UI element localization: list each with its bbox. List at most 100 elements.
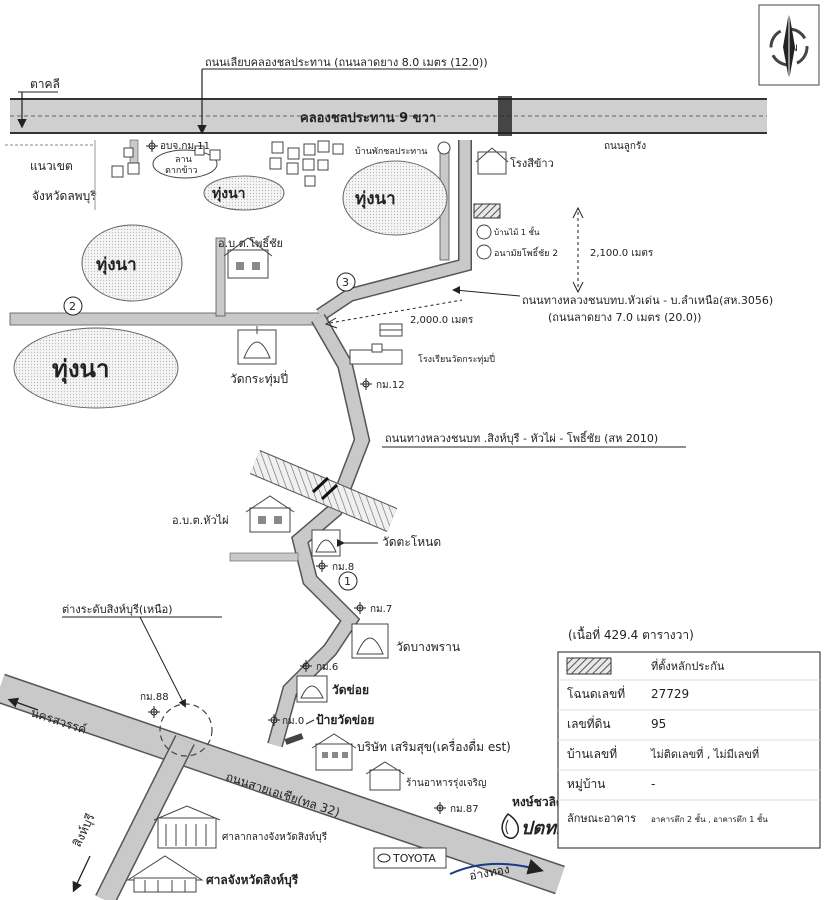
wat-khoi-label: วัดข่อย — [332, 683, 369, 697]
marker-1 — [338, 571, 358, 591]
wood-house-marker — [476, 224, 492, 240]
restaurant-label: ร้านอาหารรุ่งเจริญ — [406, 777, 486, 789]
interchange-circle — [159, 703, 213, 757]
obt-huaphai-icon — [245, 495, 295, 533]
info-row-4-key: ลักษณะอาคาร — [567, 812, 636, 825]
sign-wat-khoi-marker — [284, 733, 304, 745]
school-krathumpi-icon — [349, 323, 403, 365]
road-3056-label-2: (ถนนลาดยาง 7.0 เมตร (20.0)) — [548, 311, 701, 324]
km-post-6 — [300, 660, 312, 672]
rice-mill-icon — [475, 147, 509, 175]
provincial-court-icon — [126, 855, 204, 893]
collateral-plot — [473, 203, 501, 219]
restaurant-icon — [365, 761, 405, 791]
company-icon — [311, 733, 357, 771]
info-row-4-value: อาคารตึก 2 ชั้น , อาคารตึก 1 ชั้น — [651, 813, 768, 824]
km-post-11 — [146, 140, 158, 152]
info-row-3-key: หมู่บ้าน — [567, 777, 605, 792]
canal-name: คลองชลประทาน 9 ขวา — [300, 111, 436, 126]
road-3056-callout — [452, 286, 521, 297]
wat-bangphran-icon — [351, 623, 389, 659]
compass-icon — [758, 4, 820, 86]
canal-road-callout: ถนนเลียบคลองชลประทาน (ถนนลาดยาง 8.0 เมตร… — [197, 56, 488, 135]
wat-khoi-icon — [296, 675, 328, 703]
km8-label: กม.8 — [332, 562, 354, 573]
km12-label: กม.12 — [376, 380, 405, 391]
field-label-1: ทุ่งนา — [212, 186, 246, 202]
sign-wat-khoi-label: ป้ายวัดข่อย — [316, 713, 374, 727]
irrigation-house-marker — [437, 141, 451, 155]
km88-label: กม.88 — [140, 692, 169, 703]
legend-label: ที่ตั้งหลักประกัน — [651, 658, 725, 673]
rice-mill-label: โรงสีข้าว — [510, 156, 554, 170]
nakhon-sawan-arrow — [7, 697, 39, 711]
school-krathumpi-label: โรงเรียนวัดกระทุ่มปี่ — [418, 352, 495, 365]
field-label-3: ทุ่งนา — [96, 255, 137, 275]
km-post-8 — [316, 560, 328, 572]
toyota-logo-icon — [373, 847, 447, 869]
field-label-4: ทุ่งนา — [52, 355, 109, 385]
info-row-0-value: 27729 — [651, 687, 689, 701]
canal — [10, 96, 767, 136]
wat-krathumpi-icon — [237, 326, 277, 365]
company-label: บริษัท เสริมสุข(เครื่องดื่ม est) — [357, 738, 511, 755]
km0-label: กม.0 — [282, 716, 304, 727]
city-hall-label: ศาลากลางจังหวัดสิงห์บุรี — [222, 831, 328, 843]
km-post-12 — [360, 378, 372, 390]
junction-north-label: ต่างระดับสิงห์บุรี(เหนือ) — [62, 603, 173, 616]
info-row-1-key: เลขที่ดิน — [567, 715, 611, 731]
takhli-pointer: ตาคลี — [17, 77, 60, 129]
rice-yard — [152, 149, 218, 179]
rice-yard-label-1: ลาน — [175, 155, 192, 165]
info-row-0-key: โฉนดเลขที่ — [567, 685, 625, 701]
info-row-3-value: - — [651, 777, 655, 791]
toyota-label: TOYOTA — [392, 852, 436, 865]
takhli-label: ตาคลี — [30, 77, 60, 91]
road-lukrang-label: ถนนลูกรัง — [604, 141, 646, 152]
distance-2100-label: 2,100.0 เมตร — [590, 248, 654, 259]
distance-2000-label: 2,000.0 เมตร — [410, 315, 474, 326]
marker-2-label: 2 — [69, 300, 76, 313]
marker-1-label: 1 — [344, 575, 351, 588]
city-hall-icon — [153, 805, 221, 849]
info-box — [557, 651, 821, 849]
border-label-1: แนวเขต — [30, 159, 73, 173]
village-houses — [111, 140, 344, 187]
ptt-logo-icon — [501, 813, 520, 839]
sing-buri-arrow — [72, 855, 91, 893]
km7-label: กม.7 — [370, 604, 392, 615]
km-post-0 — [268, 714, 280, 726]
km-post-87 — [434, 802, 446, 814]
border-label-2: จังหวัดลพบุรี — [32, 189, 97, 204]
km-post-7 — [354, 602, 366, 614]
info-row-2-value: ไม่ติดเลขที่ , ไม่มีเลขที่ — [650, 746, 759, 761]
ang-thong-arrow — [449, 859, 544, 875]
marker-2 — [63, 296, 83, 316]
road-2010-label: ถนนทางหลวงชนบท .สิงห์บุรี - หัวไผ่ - โพธ… — [385, 430, 658, 445]
obt-phosichai-icon — [223, 237, 273, 279]
wood-house-label: บ้านไม้ 1 ชั้น — [494, 226, 540, 237]
sign-wat-khoi-pointer — [305, 719, 315, 725]
road-3056-label-1: ถนนทางหลวงชนบทบ.หัวเด่น - บ.ลำเหนือ(สห.3… — [522, 294, 773, 307]
rice-fields — [13, 160, 448, 409]
hong-chawalit-label: หงษ์ชวลิต — [512, 795, 564, 809]
distance-2000-arrow — [324, 299, 463, 329]
rice-yard-label-2: ตากข้าว — [165, 165, 198, 176]
junction-north-callout — [62, 616, 222, 708]
irrigation-house-label: บ้านพักชลประทาน — [355, 146, 427, 157]
field-label-2: ทุ่งนา — [355, 189, 396, 209]
ang-thong-label: อ่างทอง — [468, 862, 511, 883]
info-row-2-key: บ้านเลขที่ — [567, 745, 617, 761]
road-network — [0, 139, 565, 900]
wat-tanot-icon — [311, 529, 341, 557]
ptt-label: ปตท. — [521, 818, 563, 839]
area-label: (เนื้อที่ 429.4 ตารางวา) — [568, 626, 694, 642]
sing-buri-label: สิงห์บุรี — [70, 811, 99, 850]
provincial-court-label: ศาลจังหวัดสิงห์บุรี — [206, 873, 299, 888]
wat-tanot-label: วัดตะโหนด — [382, 535, 441, 549]
canal-road-label: ถนนเลียบคลองชลประทาน (ถนนลาดยาง 8.0 เมตร… — [205, 56, 488, 69]
km6-label: กม.6 — [316, 662, 338, 673]
km-post-88 — [148, 706, 160, 718]
obt-phosichai-label: อ.บ.ต.โพธิ์ชัย — [218, 235, 283, 250]
